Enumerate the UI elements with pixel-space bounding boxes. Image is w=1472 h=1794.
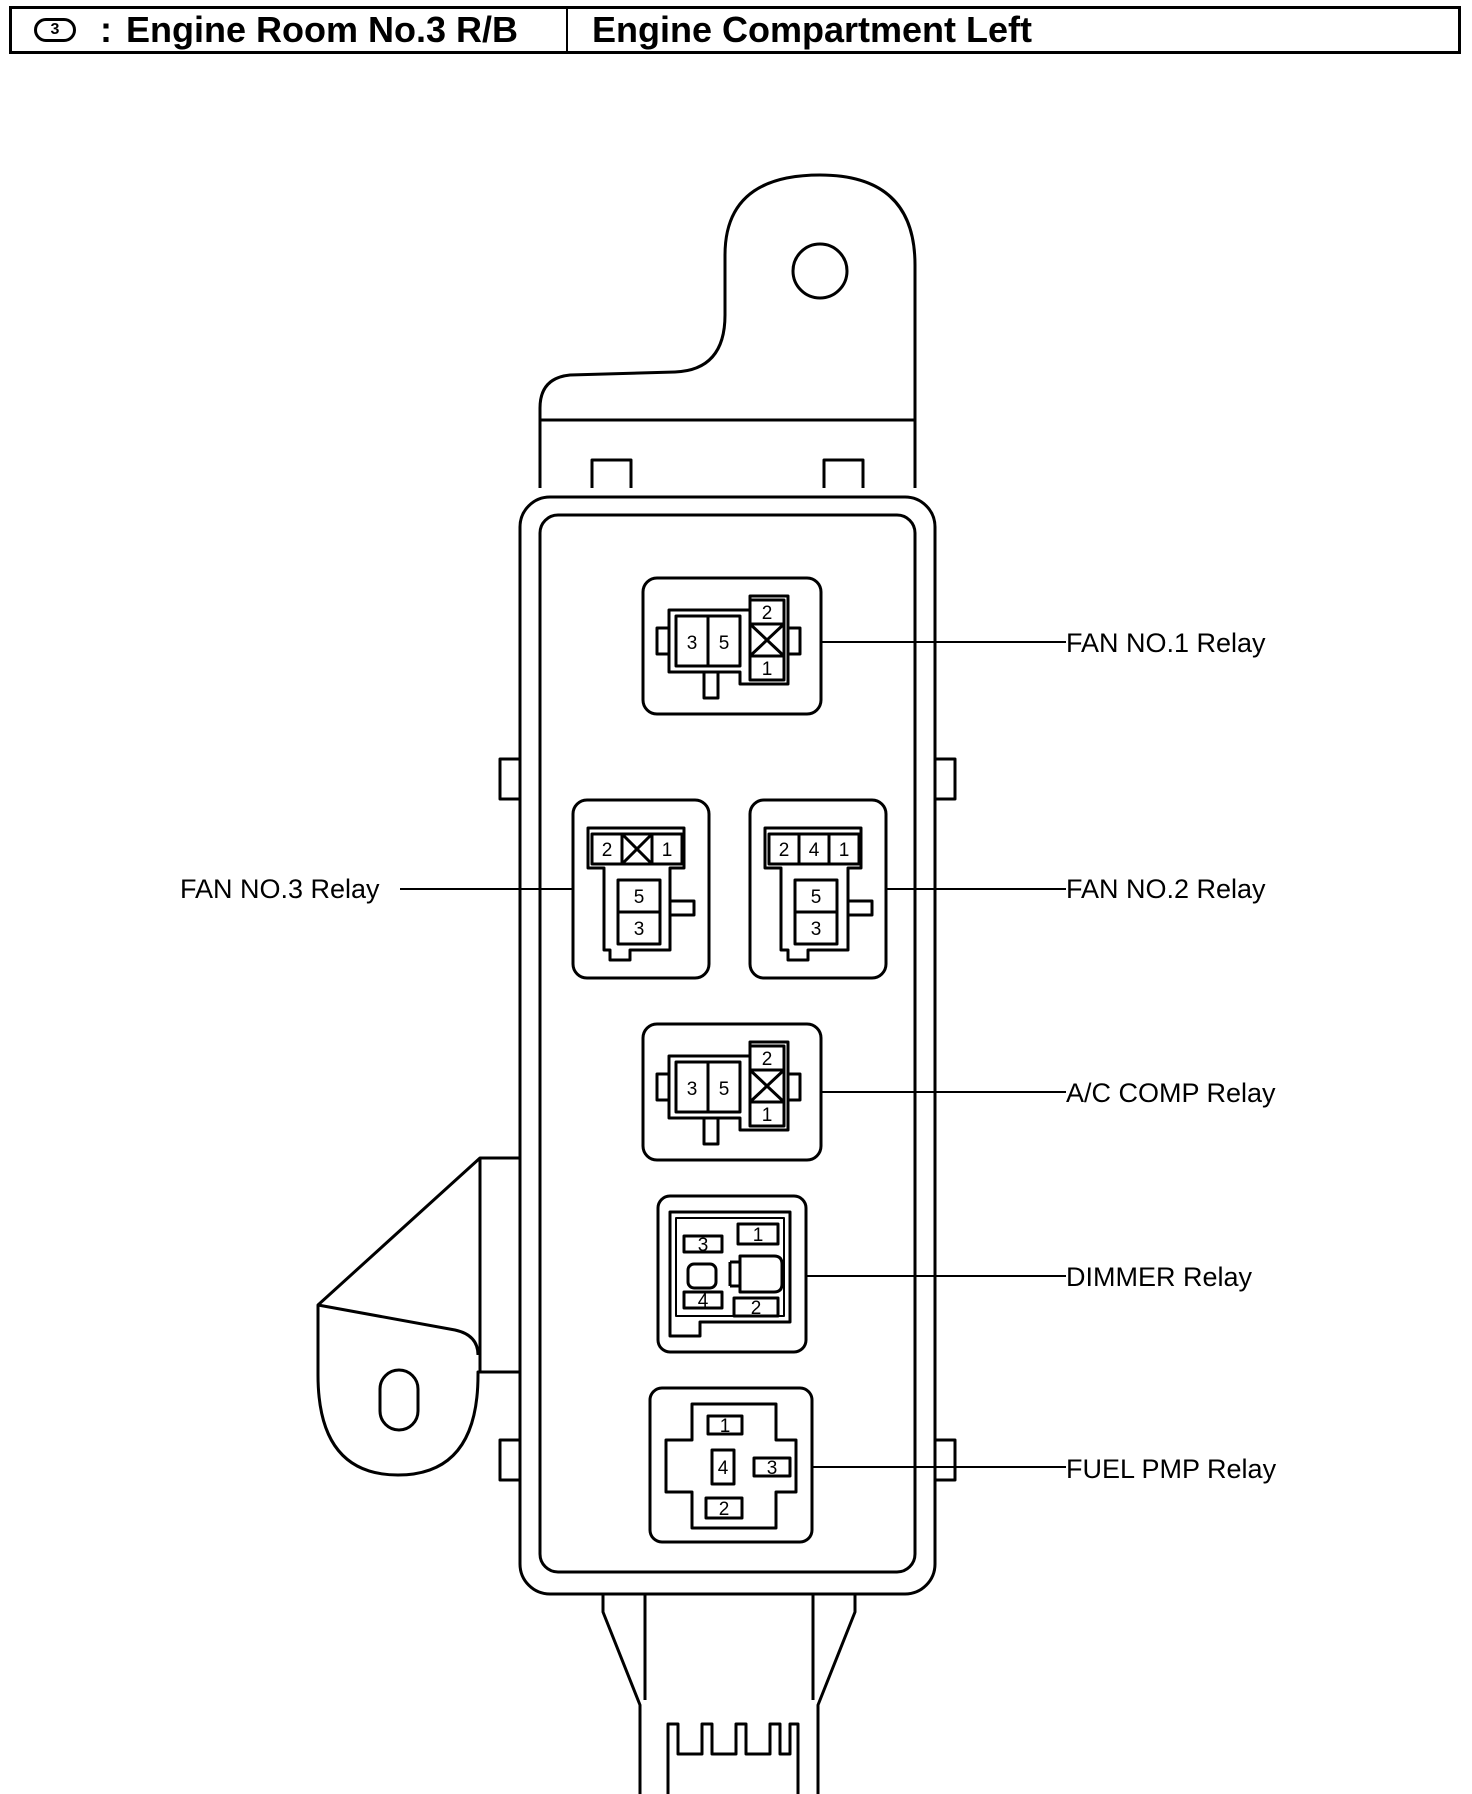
side-tab-right-upper — [933, 757, 957, 801]
side-tab-left-lower — [498, 1438, 522, 1482]
lower-mounting-hole — [378, 1368, 420, 1432]
pin-label: 3 — [811, 919, 822, 940]
pin-label: 1 — [753, 1225, 764, 1246]
header-right-cell: Engine Compartment Left — [568, 9, 1458, 51]
upper-tab-right — [822, 458, 865, 488]
relay-block-title: Engine Room No.3 R/B — [126, 9, 519, 50]
pin-label: 5 — [634, 887, 645, 908]
header-bar: 3 : Engine Room No.3 R/B Engine Compartm… — [9, 6, 1461, 54]
bottom-connector-teeth — [666, 1722, 800, 1794]
header-separator: : — [100, 9, 112, 50]
fan-no1-relay — [641, 576, 823, 716]
side-tab-left-upper — [498, 757, 522, 801]
fan-no2-relay-label: FAN NO.2 Relay — [1066, 874, 1266, 904]
dimmer-relay — [656, 1194, 808, 1354]
upper-mounting-hole — [791, 242, 849, 300]
pin-label: 3 — [687, 633, 698, 654]
fuel-pmp-relay-label: FUEL PMP Relay — [1066, 1454, 1277, 1484]
pin-label: 2 — [719, 1499, 730, 1520]
pin-label: 1 — [762, 1105, 773, 1126]
pin-label: 2 — [779, 840, 790, 861]
pin-label: 2 — [602, 840, 613, 861]
pin-label: 1 — [839, 840, 850, 861]
ac-comp-relay — [641, 1022, 823, 1162]
pin-label: 3 — [698, 1235, 709, 1256]
pin-label: 4 — [809, 840, 820, 861]
relay-block-inner-wall — [538, 513, 917, 1574]
fuel-pmp-relay — [648, 1386, 814, 1544]
ac-comp-relay-label: A/C COMP Relay — [1066, 1078, 1276, 1108]
bottom-connector — [601, 1594, 857, 1794]
pin-label: 1 — [720, 1416, 731, 1437]
header-left-cell: 3 : Engine Room No.3 R/B — [12, 9, 568, 51]
upper-tab-left — [590, 458, 633, 488]
side-tab-right-lower — [933, 1438, 957, 1482]
pin-label: 1 — [662, 840, 673, 861]
location-code-badge: 3 — [34, 18, 76, 42]
fan-no3-relay-label: FAN NO.3 Relay — [180, 874, 380, 904]
relay-block-housing — [518, 495, 937, 1596]
fan-no1-relay-label: FAN NO.1 Relay — [1066, 628, 1266, 658]
pin-label: 5 — [811, 887, 822, 908]
pin-label: 4 — [718, 1458, 729, 1479]
lower-left-bracket — [316, 1156, 520, 1477]
pin-label: 2 — [762, 603, 773, 624]
pin-label: 3 — [767, 1458, 778, 1479]
pin-label: 2 — [762, 1049, 773, 1070]
location-title: Engine Compartment Left — [592, 9, 1033, 50]
pin-label: 1 — [762, 659, 773, 680]
pin-label: 4 — [698, 1291, 709, 1312]
pin-label: 2 — [751, 1298, 762, 1319]
pin-label: 3 — [634, 919, 645, 940]
upper-mounting-bracket — [538, 173, 917, 488]
lower-left-bracket-inner — [317, 1303, 480, 1356]
pin-label: 3 — [687, 1079, 698, 1100]
dimmer-relay-label: DIMMER Relay — [1066, 1262, 1253, 1292]
pin-label: 5 — [719, 1079, 730, 1100]
pin-label: 5 — [719, 633, 730, 654]
